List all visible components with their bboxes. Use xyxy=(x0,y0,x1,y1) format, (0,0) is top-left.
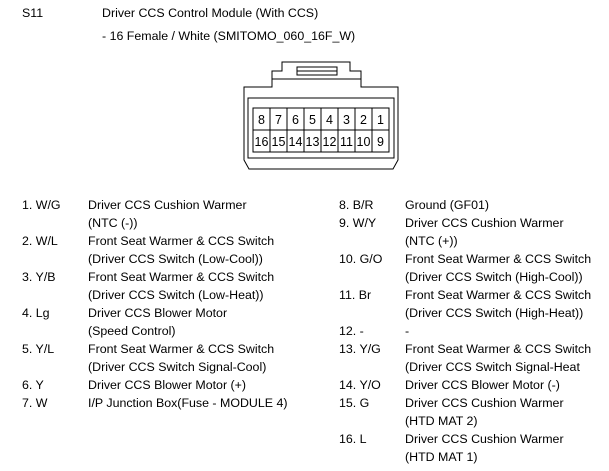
pin-wire-code: 12. - xyxy=(339,324,364,338)
connector-subtitle: - 16 Female / White (SMITOMO_060_16F_W) xyxy=(102,29,356,43)
pin-wire-code: 11. Br xyxy=(339,288,372,302)
connector-top-pin-2: 2 xyxy=(360,113,367,127)
pin-description: - xyxy=(405,324,410,338)
connector-top-pin-7: 7 xyxy=(275,113,282,127)
pin-description: (Speed Control) xyxy=(88,324,176,338)
connector-top-pin-3: 3 xyxy=(343,113,350,127)
pin-description: (Driver CCS Switch (Low-Heat)) xyxy=(88,288,264,302)
pin-description: (Driver CCS Switch Signal-Cool) xyxy=(88,360,267,374)
pin-description: (Driver CCS Switch (High-Cool)) xyxy=(405,270,583,284)
pin-description: (NTC (-)) xyxy=(88,216,138,230)
pin-description: Driver CCS Blower Motor (+) xyxy=(88,378,247,392)
pin-entry: 6. Y Driver CCS Blower Motor (+) xyxy=(22,376,287,394)
pin-description: Driver CCS Cushion Warmer xyxy=(405,396,564,410)
pin-entry: 15. G Driver CCS Cushion Warmer (HTD MAT 2… xyxy=(339,394,591,430)
connector-bottom-pin-15: 15 xyxy=(272,135,286,149)
pin-description: (Driver CCS Switch Signal-Heat xyxy=(405,360,580,374)
pin-description: Front Seat Warmer & CCS Switch xyxy=(405,252,592,266)
pin-entry: 9. W/Y Driver CCS Cushion Warmer (NTC (+)) xyxy=(339,214,591,250)
pin-entry: 5. Y/L Front Seat Warmer & CCS Switch (Dri… xyxy=(22,340,287,376)
connector-bottom-pin-13: 13 xyxy=(306,135,320,149)
pin-description: Driver CCS Cushion Warmer xyxy=(405,432,564,446)
connector-top-pin-1: 1 xyxy=(377,113,384,127)
pin-entry: 11. Br Front Seat Warmer & CCS Switch (Dri… xyxy=(339,286,591,322)
pin-entry: 1. W/G Driver CCS Cushion Warmer (NTC (-)) xyxy=(22,196,287,232)
connector-top-pin-6: 6 xyxy=(292,113,299,127)
pin-wire-code: 7. W xyxy=(22,396,48,410)
connector-housing xyxy=(243,78,399,170)
pin-list-left: 1. W/G Driver CCS Cushion Warmer (NTC (-))… xyxy=(22,196,287,412)
pin-entry: 4. Lg Driver CCS Blower Motor (Speed Contr… xyxy=(22,304,287,340)
pin-wire-code: 4. Lg xyxy=(22,306,50,320)
pin-wire-code: 3. Y/B xyxy=(22,270,56,284)
connector-bottom-pin-16: 16 xyxy=(255,135,269,149)
pin-description: Driver CCS Cushion Warmer xyxy=(88,198,247,212)
connector-top-pin-8: 8 xyxy=(258,113,265,127)
connector-bottom-pin-12: 12 xyxy=(323,135,337,149)
pin-entry: 16. L Driver CCS Cushion Warmer (HTD MAT 1… xyxy=(339,430,591,466)
pin-wire-code: 13. Y/G xyxy=(339,342,381,356)
connector-bottom-pin-11: 11 xyxy=(340,135,353,149)
connector-lock-tab xyxy=(271,61,362,79)
connector-code: S11 xyxy=(22,6,44,20)
pin-description: Front Seat Warmer & CCS Switch xyxy=(88,234,275,248)
pin-description: Driver CCS Blower Motor (-) xyxy=(405,378,560,392)
connector-top-pin-5: 5 xyxy=(309,113,316,127)
connector-housing-inner xyxy=(247,97,395,159)
pin-description: I/P Junction Box(Fuse - MODULE 4) xyxy=(88,396,288,410)
pin-entry: 13. Y/G Front Seat Warmer & CCS Switch (Dr… xyxy=(339,340,591,376)
pin-entry: 2. W/L Front Seat Warmer & CCS Switch (Dri… xyxy=(22,232,287,268)
pin-description: Ground (GF01) xyxy=(405,198,490,212)
pin-wire-code: 1. W/G xyxy=(22,198,61,212)
pin-entry: 14. Y/O Driver CCS Blower Motor (-) xyxy=(339,376,591,394)
connector-bottom-pin-10: 10 xyxy=(357,135,371,149)
pin-entry: 12. - - xyxy=(339,322,591,340)
pin-description: Front Seat Warmer & CCS Switch xyxy=(405,288,592,302)
pin-description: Driver CCS Cushion Warmer xyxy=(405,216,564,230)
connector-title: Driver CCS Control Module (With CCS) xyxy=(102,6,319,20)
pin-wire-code: 16. L xyxy=(339,432,367,446)
pin-entry: 7. W I/P Junction Box(Fuse - MODULE 4) xyxy=(22,394,287,412)
pin-wire-code: 10. G/O xyxy=(339,252,383,266)
pin-wire-code: 14. Y/O xyxy=(339,378,381,392)
pin-entry: 3. Y/B Front Seat Warmer & CCS Switch (Dri… xyxy=(22,268,287,304)
pin-wire-code: 8. B/R xyxy=(339,198,374,212)
pin-description: (Driver CCS Switch (Low-Cool)) xyxy=(88,252,263,266)
connector-bottom-pin-9: 9 xyxy=(377,135,384,149)
pin-description: Front Seat Warmer & CCS Switch xyxy=(88,342,275,356)
pin-description: Front Seat Warmer & CCS Switch xyxy=(88,270,275,284)
pin-description: (Driver CCS Switch (High-Heat)) xyxy=(405,306,584,320)
pin-wire-code: 2. W/L xyxy=(22,234,58,248)
pin-description: (NTC (+)) xyxy=(405,234,458,248)
pin-description: (HTD MAT 1) xyxy=(405,450,478,464)
connector-bottom-pin-14: 14 xyxy=(289,135,303,149)
pin-list-right: 8. B/R Ground (GF01) 9. W/Y Driver CCS Cush… xyxy=(339,196,591,466)
pin-wire-code: 15. G xyxy=(339,396,370,410)
pin-description: Front Seat Warmer & CCS Switch xyxy=(405,342,592,356)
pin-entry: 10. G/O Front Seat Warmer & CCS Switch (Dr… xyxy=(339,250,591,286)
pin-description: (HTD MAT 2) xyxy=(405,414,478,428)
pin-description: Driver CCS Blower Motor xyxy=(88,306,228,320)
pin-entry: 8. B/R Ground (GF01) xyxy=(339,196,591,214)
pin-wire-code: 6. Y xyxy=(22,378,44,392)
pin-wire-code: 9. W/Y xyxy=(339,216,377,230)
pin-wire-code: 5. Y/L xyxy=(22,342,55,356)
connector-top-pin-4: 4 xyxy=(326,113,333,127)
